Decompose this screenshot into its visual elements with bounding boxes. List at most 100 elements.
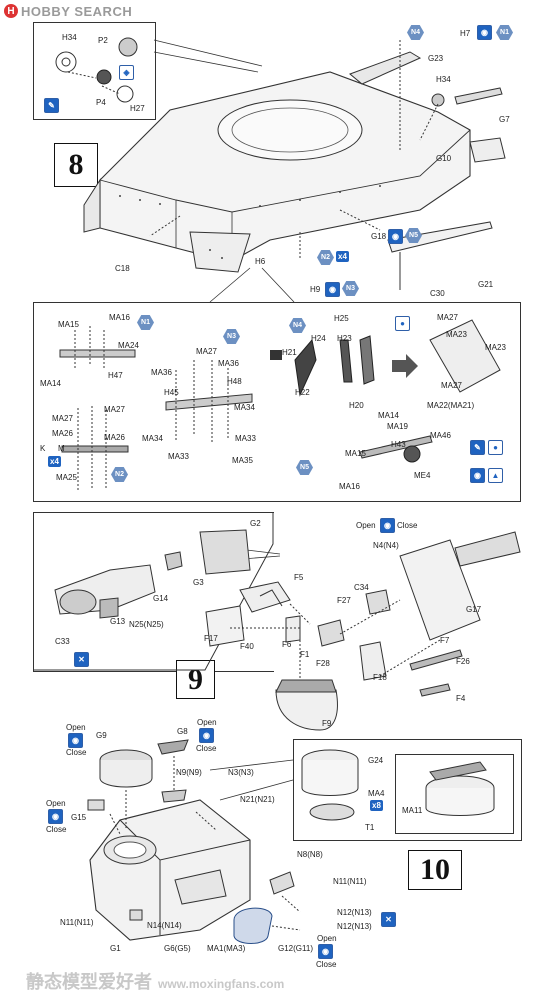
part-label: MA19 [387, 422, 408, 431]
badge-n1: N1 [496, 25, 513, 40]
part-label: MA34 [142, 434, 163, 443]
watermark-url: www.moxingfans.com [158, 977, 285, 991]
part-label: C34 [354, 583, 369, 592]
cement-icon: ◉ [325, 282, 340, 297]
part-label: N21(N21) [240, 795, 275, 804]
part-label: M [58, 444, 65, 453]
part-label: MA36 [218, 359, 239, 368]
part-label: MA4 [368, 789, 385, 798]
badge-n5: N5 [405, 228, 422, 243]
part-label: H27 [130, 104, 145, 113]
part-label: G10 [436, 154, 452, 163]
part-label: MA14 [40, 379, 61, 388]
badge-n4: N4 [407, 25, 424, 40]
part-label: H25 [334, 314, 349, 323]
part-label: F28 [316, 659, 330, 668]
part-label: H48 [227, 377, 242, 386]
part-label: MA23 [446, 330, 467, 339]
part-label: H20 [349, 401, 364, 410]
part-label: MA24 [118, 341, 139, 350]
part-label: N9(N9) [176, 768, 202, 777]
part-label: G23 [428, 54, 444, 63]
part-label: G3 [193, 578, 204, 587]
badge-n4: N4 [289, 318, 306, 333]
part-label: F6 [282, 640, 292, 649]
part-label: N8(N8) [297, 850, 323, 859]
part-label: MA15 [345, 449, 366, 458]
part-label: H34 [436, 75, 451, 84]
glue-icon: ✎ [44, 98, 59, 113]
part-label: G13 [110, 617, 126, 626]
badge-n3: N3 [223, 329, 240, 344]
part-label: MA26 [52, 429, 73, 438]
note-open: Open [46, 799, 66, 808]
part-label: MA27 [437, 313, 458, 322]
part-label: H7 [460, 29, 471, 38]
cement-icon: ◉ [477, 25, 492, 40]
part-label: MA27 [196, 347, 217, 356]
part-label: G15 [71, 813, 87, 822]
part-label: G18 [371, 232, 387, 241]
part-label: H23 [337, 334, 352, 343]
note-close: Close [316, 960, 337, 969]
cement-icon: ◈ [119, 65, 134, 80]
paint-icon: ● [488, 440, 503, 455]
cement-icon: ◉ [68, 733, 83, 748]
part-label: H24 [311, 334, 326, 343]
part-label: G1 [110, 944, 121, 953]
part-label: MA27 [52, 414, 73, 423]
part-label: G24 [368, 756, 384, 765]
part-label: MA14 [378, 411, 399, 420]
badge-n2: N2 [111, 467, 128, 482]
arrow-up-icon: ▲ [488, 468, 503, 483]
part-label: T1 [365, 823, 375, 832]
note-open: Open [356, 521, 376, 530]
note-open: Open [66, 723, 86, 732]
part-label: G8 [177, 727, 188, 736]
part-label: N4(N4) [373, 541, 399, 550]
part-label: H45 [164, 388, 179, 397]
part-label: F7 [440, 636, 450, 645]
part-label: C30 [430, 289, 445, 298]
part-label: P4 [96, 98, 106, 107]
part-label: F27 [337, 596, 351, 605]
watermark: 静态模型爱好者 www.moxingfans.com [26, 968, 284, 994]
part-label: P2 [98, 36, 108, 45]
remove-part-icon: ✕ [381, 912, 396, 927]
part-label: G12(G11) [278, 944, 313, 953]
part-label: H9 [310, 285, 321, 294]
quantity-badge: x4 [48, 456, 61, 467]
part-label: MA1(MA3) [207, 944, 246, 953]
cement-icon: ◉ [380, 518, 395, 533]
part-label: MA15 [58, 320, 79, 329]
logo-text: HOBBY SEARCH [21, 3, 133, 19]
part-label: N3(N3) [228, 768, 254, 777]
cement-icon: ◉ [388, 229, 403, 244]
note-close: Close [66, 748, 87, 757]
part-label: K [40, 444, 46, 453]
part-label: F5 [294, 573, 304, 582]
part-label: G17 [466, 605, 482, 614]
part-label: MA33 [168, 452, 189, 461]
quantity-badge: x4 [336, 251, 349, 262]
part-label: N11(N11) [60, 918, 94, 927]
remove-part-icon: ✕ [74, 652, 89, 667]
part-label: MA35 [232, 456, 253, 465]
badge-n3: N3 [342, 281, 359, 296]
part-label: F1 [300, 650, 310, 659]
badge-n1: N1 [137, 315, 154, 330]
badge-n2: N2 [317, 250, 334, 265]
part-label: H34 [62, 33, 77, 42]
part-label: H47 [108, 371, 123, 380]
part-label: N11(N11) [333, 877, 367, 886]
part-label: H6 [255, 257, 266, 266]
note-open: Open [317, 934, 337, 943]
part-label: N25(N25) [129, 620, 164, 629]
part-label: MA33 [235, 434, 256, 443]
part-label: MA27 [104, 405, 125, 414]
part-label: MA25 [56, 473, 77, 482]
step-9-number: 9 [176, 660, 215, 699]
part-label: G9 [96, 731, 107, 740]
